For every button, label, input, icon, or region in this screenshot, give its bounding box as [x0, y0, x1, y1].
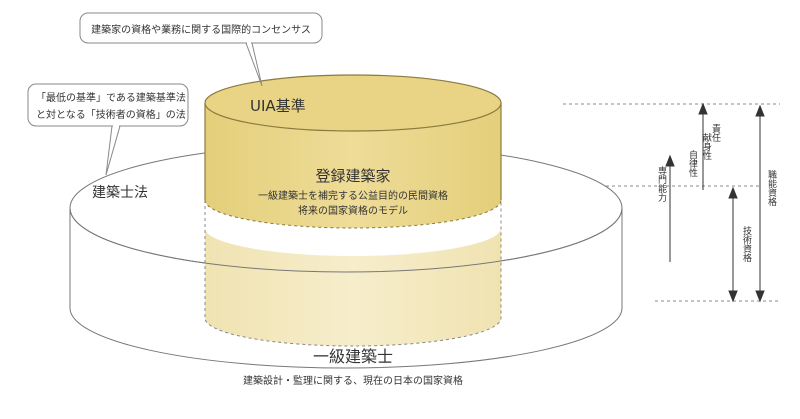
uia-label: UIA基準 — [250, 97, 306, 115]
axis-autonomy: 自律性 — [687, 149, 698, 178]
disk-front-edge — [69, 207, 623, 273]
callout-top-text: 建築家の資格や業務に関する国際的コンセンサス — [91, 23, 311, 36]
axis-responsibility: 責任 — [710, 123, 721, 143]
first-class-label: 一級建築士 — [313, 347, 393, 366]
axis-dedication: 献身性 — [701, 132, 712, 161]
axis-tech-qual: 技術資格 — [741, 225, 752, 263]
callout-left-line2: と対となる「技術者の資格」の法 — [36, 108, 186, 121]
callout-left: 「最低の基準」である建築基準法 と対となる「技術者の資格」の法 — [27, 83, 189, 176]
first-class-desc: 建築設計・監理に関する、現在の日本の国家資格 — [243, 374, 463, 387]
scale-guides — [563, 103, 780, 302]
callout-top: 建築家の資格や業務に関する国際的コンセンサス — [79, 12, 323, 87]
scale-arrows — [665, 102, 765, 303]
axis-job-qual: 職能資格 — [766, 170, 777, 207]
registered-desc2: 将来の国家資格のモデル — [298, 204, 408, 217]
gold-cylinder-upper — [204, 74, 502, 229]
axis-expertise: 専門能力 — [656, 165, 667, 203]
registered-desc1: 一級建築士を補完する公益目的の民間資格 — [258, 189, 448, 202]
registered-label: 登録建築家 — [315, 167, 390, 185]
callout-left-line1: 「最低の基準」である建築基準法 — [36, 91, 186, 104]
law-label: 建築士法 — [92, 185, 148, 201]
